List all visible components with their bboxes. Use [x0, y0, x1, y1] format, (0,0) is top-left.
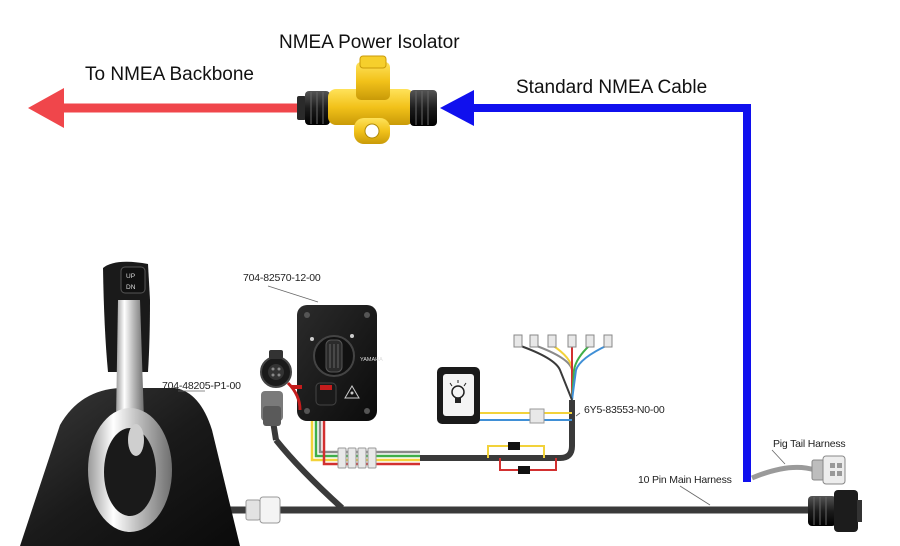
backbone-arrow	[28, 88, 300, 128]
binnacle-control: UP DN	[20, 261, 240, 546]
trim-down-button: DN	[126, 284, 136, 291]
side-round-connector	[261, 391, 283, 426]
switch-panel-part-label: 704-82570-12-00	[243, 272, 321, 284]
main-harness-connector	[808, 490, 862, 532]
main-harness-label: 10 Pin Main Harness	[638, 474, 732, 486]
pig-tail-label: Pig Tail Harness	[773, 438, 846, 450]
control-part-label: 704-48205-P1-00	[162, 380, 241, 392]
light-switch	[437, 367, 480, 424]
panel-rear-connector	[260, 350, 302, 411]
main-harness-cable	[200, 414, 810, 524]
nmea-cable	[440, 90, 751, 482]
switch-panel: YAMAHA	[297, 305, 383, 421]
harness-part-label: 6Y5-83553-N0-00	[584, 404, 665, 416]
standard-cable-label: Standard NMEA Cable	[516, 77, 708, 98]
trim-up-button: UP	[126, 273, 135, 280]
panel-brand-label: YAMAHA	[360, 357, 383, 363]
gauge-harness	[420, 334, 613, 474]
to-backbone-label: To NMEA Backbone	[85, 64, 254, 85]
isolator-title: NMEA Power Isolator	[279, 32, 460, 53]
pig-tail-harness	[751, 455, 846, 485]
nmea-power-isolator	[297, 55, 437, 144]
panel-wires	[310, 421, 420, 469]
